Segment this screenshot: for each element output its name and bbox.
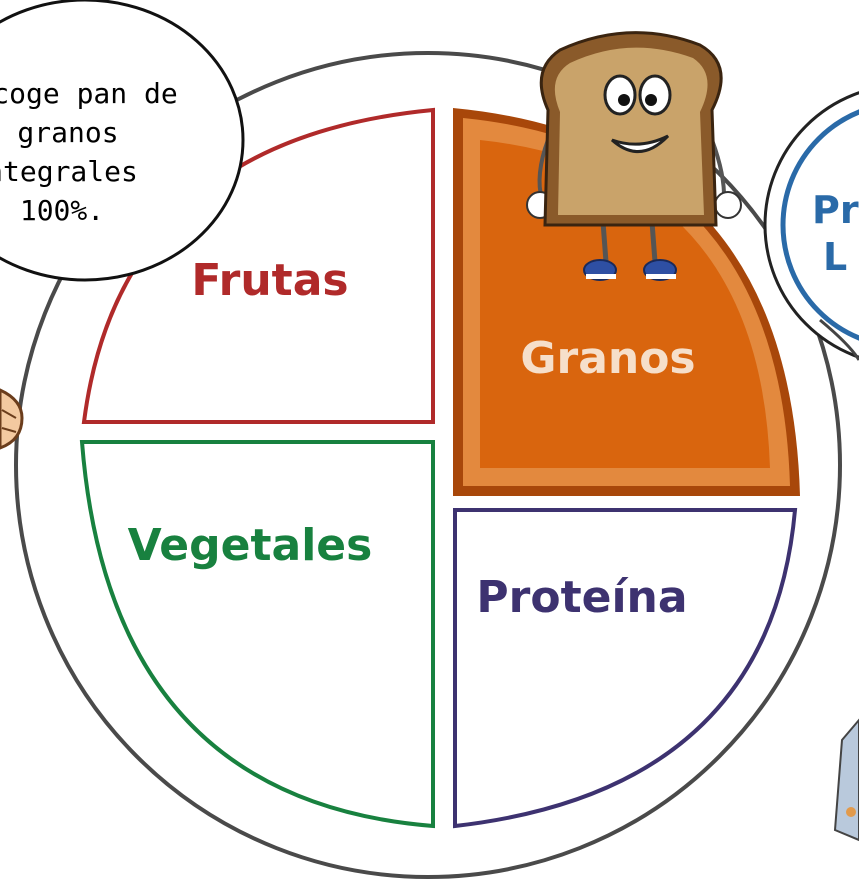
bread-slice-icon — [526, 31, 742, 281]
right-badge: Pr L — [763, 91, 859, 361]
bubble-line-3: ntegrales — [0, 155, 138, 188]
bubble-line-2: granos — [17, 116, 118, 149]
bubble-line-4: 100%. — [20, 194, 104, 227]
decoration-right-bottom — [833, 718, 859, 842]
bubble-line-1: coge pan de — [0, 77, 178, 110]
label-proteina: Proteína — [476, 572, 687, 623]
badge-line-2: L — [823, 235, 847, 279]
label-vegetales: Vegetales — [128, 520, 373, 571]
hand-icon — [0, 388, 24, 450]
speech-bubble: coge pan de granos ntegrales 100%. — [0, 0, 245, 282]
quadrant-proteina — [453, 508, 798, 829]
quadrant-vegetales — [79, 440, 435, 829]
badge-line-1: Pr — [812, 188, 859, 232]
label-granos: Granos — [520, 333, 695, 384]
label-frutas: Frutas — [191, 255, 348, 306]
